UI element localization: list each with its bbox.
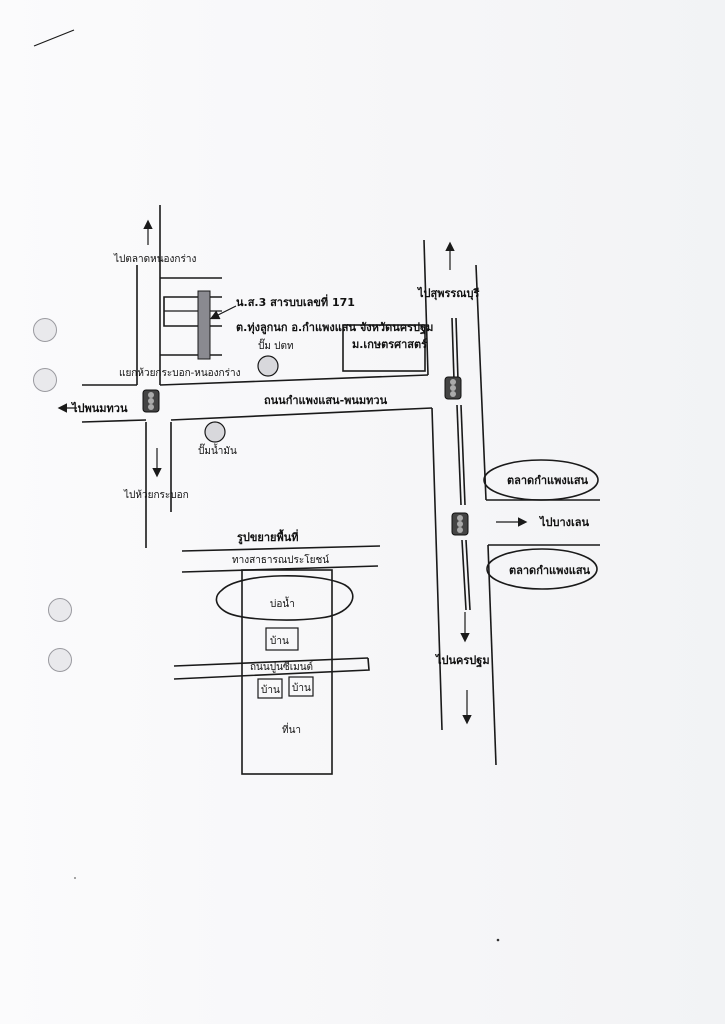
label-house-3: บ้าน	[292, 682, 311, 694]
gas-station-icon	[204, 421, 226, 443]
label-market-1: ตลาดกำแพงแสน	[507, 474, 589, 487]
market-ellipse-2	[486, 548, 598, 590]
label-house-2: บ้าน	[261, 684, 280, 696]
label-rice-field: ที่นา	[282, 722, 301, 736]
label-road-name: ถนนกำแพงแสน-พนมทวน	[264, 394, 388, 407]
label-to-nong-krang-market: ไปตลาดหนองกร่าง	[113, 253, 196, 265]
punch-hole-3	[48, 598, 72, 622]
kamphaeng-saen-phanom-thuan-road	[81, 374, 433, 423]
label-location: ต.ทุ่งลูกนก อ.กำแพงแสน จังหวัดนครปฐม	[236, 321, 433, 335]
pond-outline	[215, 575, 354, 621]
label-oil-station: ปั๊มน้ำมัน	[198, 443, 237, 457]
scan-speck	[74, 877, 76, 879]
label-kasetsart-university: ม.เกษตรศาสตร์	[352, 338, 427, 351]
house-box-1	[265, 627, 299, 651]
label-land-title: น.ส.3 สารบบเลขที่ 171	[236, 294, 355, 309]
label-house-1: บ้าน	[270, 635, 289, 647]
label-market-2: ตลาดกำแพงแสน	[509, 564, 591, 577]
punch-hole-2	[33, 368, 57, 392]
label-to-suphanburi: ไปสุพรรณบุรี	[416, 286, 479, 301]
label-to-bang-len: ไปบางเลน	[538, 515, 590, 529]
pen-mark	[33, 29, 75, 47]
house-box-3	[288, 676, 314, 697]
highway-suphanburi-nakhon-pathom	[423, 239, 600, 766]
gas-station-icon	[257, 355, 279, 377]
label-concrete-road: ถนนปูนซีเมนต์	[250, 661, 313, 673]
label-junction: แยกห้วยกระบอก-หนองกร่าง	[119, 367, 241, 379]
label-pond: บ่อน้ำ	[270, 596, 295, 610]
traffic-light-icon	[444, 376, 462, 400]
traffic-light-icon	[451, 512, 469, 536]
kasetsart-university-box	[342, 324, 426, 372]
label-to-phanom-thuan: ไปพนมทวน	[70, 401, 128, 415]
label-to-huai-krabok: ไปห้วยกระบอก	[123, 489, 189, 501]
punch-hole-1	[33, 318, 57, 342]
label-gas-station-ptt: ปั๊ม ปตท	[258, 338, 294, 352]
house-box-2	[257, 678, 283, 699]
label-public-way: ทางสาธารณประโยชน์	[232, 553, 329, 566]
traffic-light-icon	[142, 389, 160, 413]
market-ellipse-1	[483, 459, 599, 501]
land-parcel-block	[160, 277, 237, 360]
label-to-nakhon-pathom: ไปนครปฐม	[434, 653, 490, 668]
scan-speck	[496, 938, 500, 942]
inset-title: รูปขยายพื้นที่	[237, 529, 299, 545]
punch-hole-4	[48, 648, 72, 672]
land-parcel	[197, 290, 211, 360]
inset-map	[173, 545, 381, 775]
